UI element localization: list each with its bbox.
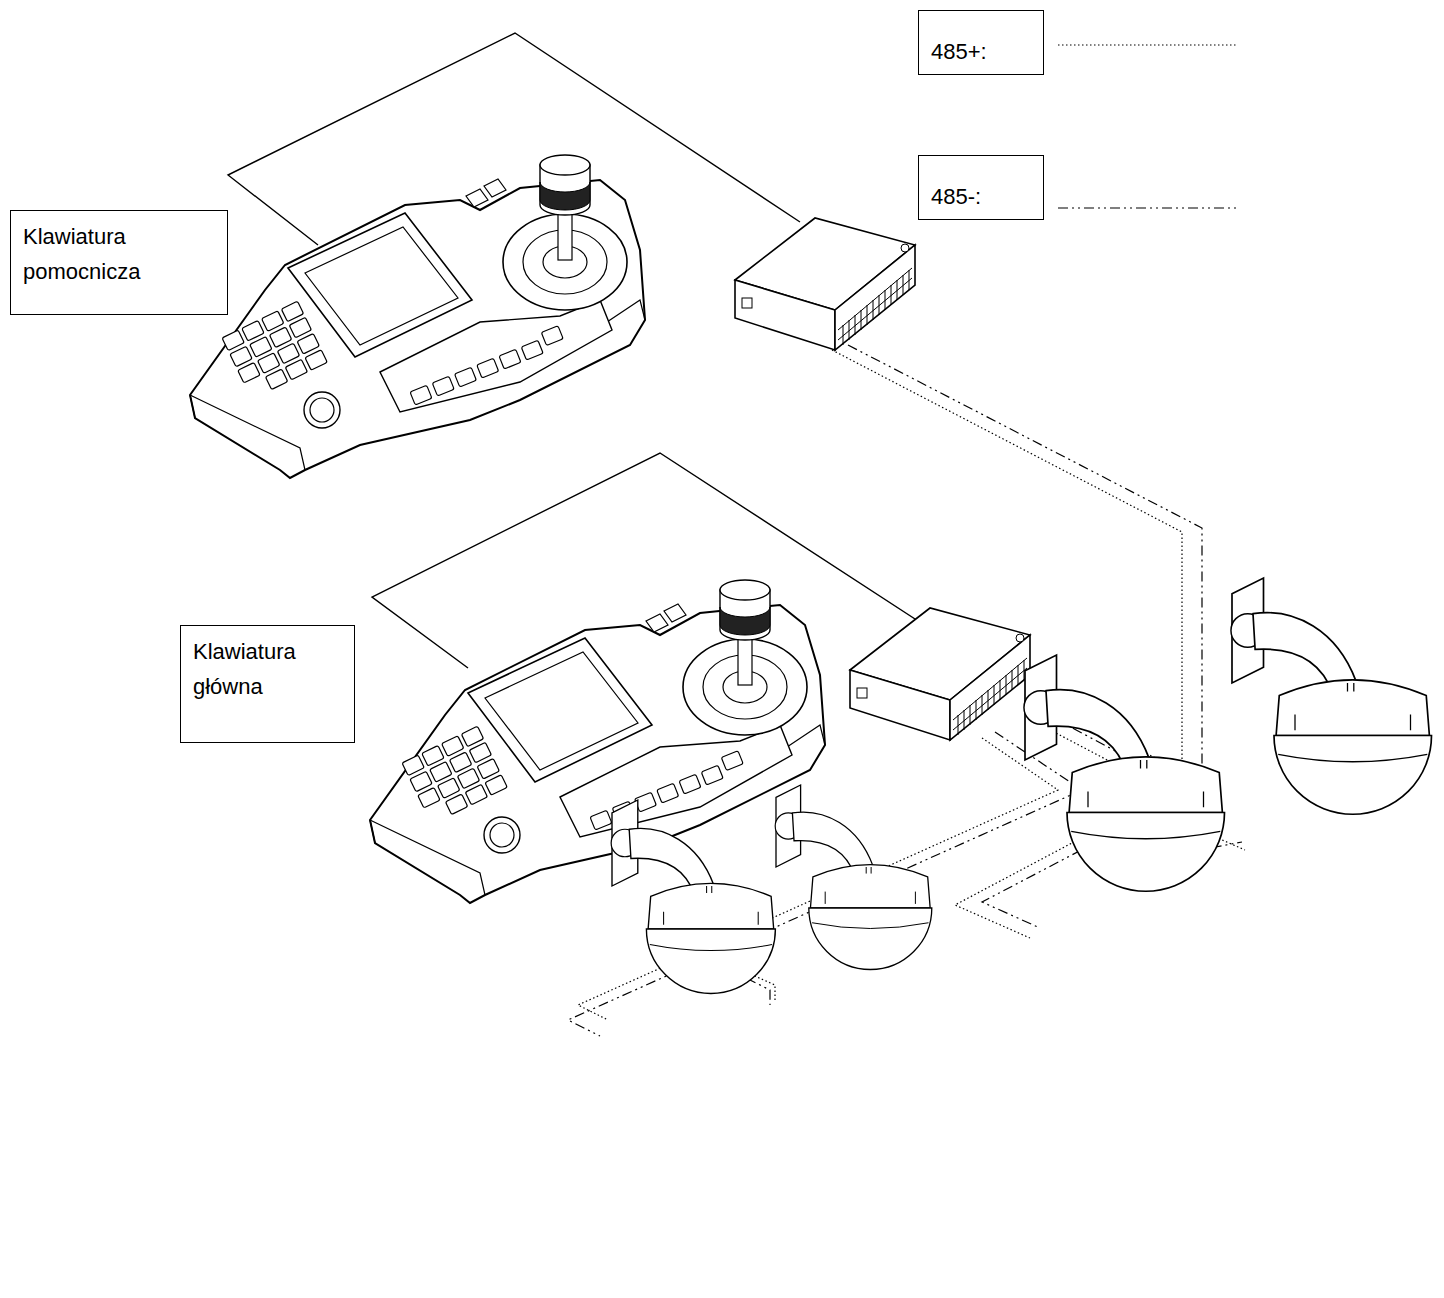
keyboard-cable xyxy=(372,453,935,668)
legend-line-sample xyxy=(1056,203,1238,213)
rs485-plus-wire-part xyxy=(578,738,1058,1020)
label-box: Klawiatura pomocnicza xyxy=(10,210,228,315)
legend-line-sample xyxy=(1056,40,1238,50)
keyboard-cable xyxy=(228,33,800,245)
distribution-box xyxy=(735,218,915,350)
dome-camera xyxy=(1231,578,1432,814)
main-keyboard xyxy=(370,580,825,903)
rs485-minus-wire-part xyxy=(568,732,1082,1036)
legend-line-sample xyxy=(1058,44,1236,45)
keyboard-label: Klawiatura pomocnicza xyxy=(23,219,215,289)
dome-camera xyxy=(775,785,932,970)
rs485-plus-wire xyxy=(578,350,1245,1020)
legend-label: 485+: xyxy=(931,39,987,64)
auxiliary-keyboard xyxy=(190,155,645,478)
legend-label: 485-: xyxy=(931,184,981,209)
rs485-wiring xyxy=(568,345,1245,1036)
legend-box: 485-: xyxy=(918,155,1044,220)
legend-line-sample xyxy=(1058,207,1236,208)
label-box: Klawiatura główna xyxy=(180,625,355,743)
dome-camera xyxy=(611,800,775,994)
legend-box: 485+: xyxy=(918,10,1044,75)
distribution-box xyxy=(850,608,1030,740)
keyboard-label: Klawiatura główna xyxy=(193,634,342,704)
rs485-minus-wire xyxy=(568,345,1242,1036)
dome-camera xyxy=(1024,655,1225,891)
